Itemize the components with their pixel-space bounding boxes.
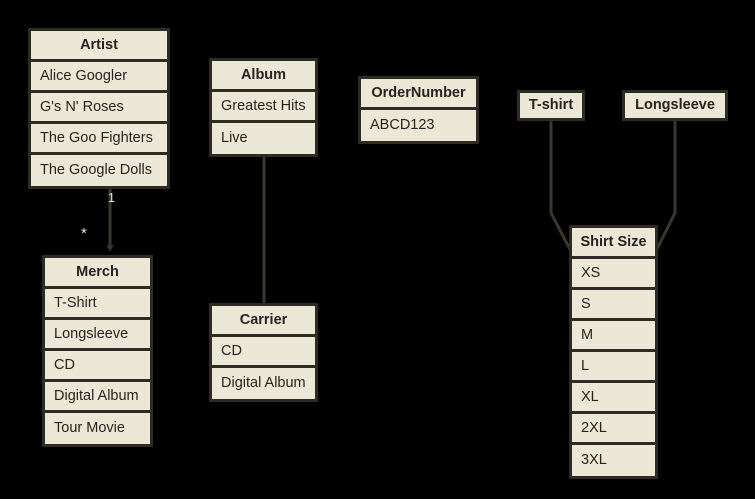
entity-carrier-row-1[interactable]: Digital Album <box>212 368 315 399</box>
entity-shirtsize-header: Shirt Size <box>572 228 655 259</box>
entity-merch-row-4[interactable]: Tour Movie <box>45 413 150 444</box>
entity-ordernumber-row-0[interactable]: ABCD123 <box>361 110 476 141</box>
entity-ordernumber[interactable]: OrderNumber ABCD123 <box>358 76 479 144</box>
entity-shirtsize-row-3[interactable]: L <box>572 352 655 383</box>
entity-album-row-1[interactable]: Live <box>212 123 315 154</box>
entity-longsleeve-header: Longsleeve <box>625 93 725 118</box>
entity-merch-row-1[interactable]: Longsleeve <box>45 320 150 351</box>
entity-merch-row-2[interactable]: CD <box>45 351 150 382</box>
entity-merch-row-3[interactable]: Digital Album <box>45 382 150 413</box>
entity-artist-header: Artist <box>31 31 167 62</box>
entity-shirtsize-row-1[interactable]: S <box>572 290 655 321</box>
entity-merch-header: Merch <box>45 258 150 289</box>
entity-merch-row-0[interactable]: T-Shirt <box>45 289 150 320</box>
entity-shirtsize-row-0[interactable]: XS <box>572 259 655 290</box>
entity-shirtsize-row-4[interactable]: XL <box>572 383 655 414</box>
entity-carrier-header: Carrier <box>212 306 315 337</box>
entity-longsleeve[interactable]: Longsleeve <box>622 90 728 121</box>
entity-artist-row-1[interactable]: G's N' Roses <box>31 93 167 124</box>
entity-tshirt[interactable]: T-shirt <box>517 90 585 121</box>
entity-artist[interactable]: Artist Alice Googler G's N' Roses The Go… <box>28 28 170 189</box>
entity-shirtsize-row-2[interactable]: M <box>572 321 655 352</box>
entity-merch[interactable]: Merch T-Shirt Longsleeve CD Digital Albu… <box>42 255 153 447</box>
edge-label-merch-many: * <box>81 225 87 242</box>
entity-shirtsize-row-5[interactable]: 2XL <box>572 414 655 445</box>
entity-artist-row-2[interactable]: The Goo Fighters <box>31 124 167 155</box>
entity-album[interactable]: Album Greatest Hits Live <box>209 58 318 157</box>
entity-tshirt-header: T-shirt <box>520 93 582 118</box>
entity-album-row-0[interactable]: Greatest Hits <box>212 92 315 123</box>
entity-carrier[interactable]: Carrier CD Digital Album <box>209 303 318 402</box>
entity-artist-row-3[interactable]: The Google Dolls <box>31 155 167 186</box>
edge-label-artist-one: 1 <box>108 191 115 205</box>
entity-carrier-row-0[interactable]: CD <box>212 337 315 368</box>
entity-shirtsize-row-6[interactable]: 3XL <box>572 445 655 476</box>
entity-album-header: Album <box>212 61 315 92</box>
entity-shirtsize[interactable]: Shirt Size XS S M L XL 2XL 3XL <box>569 225 658 479</box>
entity-ordernumber-header: OrderNumber <box>361 79 476 110</box>
entity-artist-row-0[interactable]: Alice Googler <box>31 62 167 93</box>
